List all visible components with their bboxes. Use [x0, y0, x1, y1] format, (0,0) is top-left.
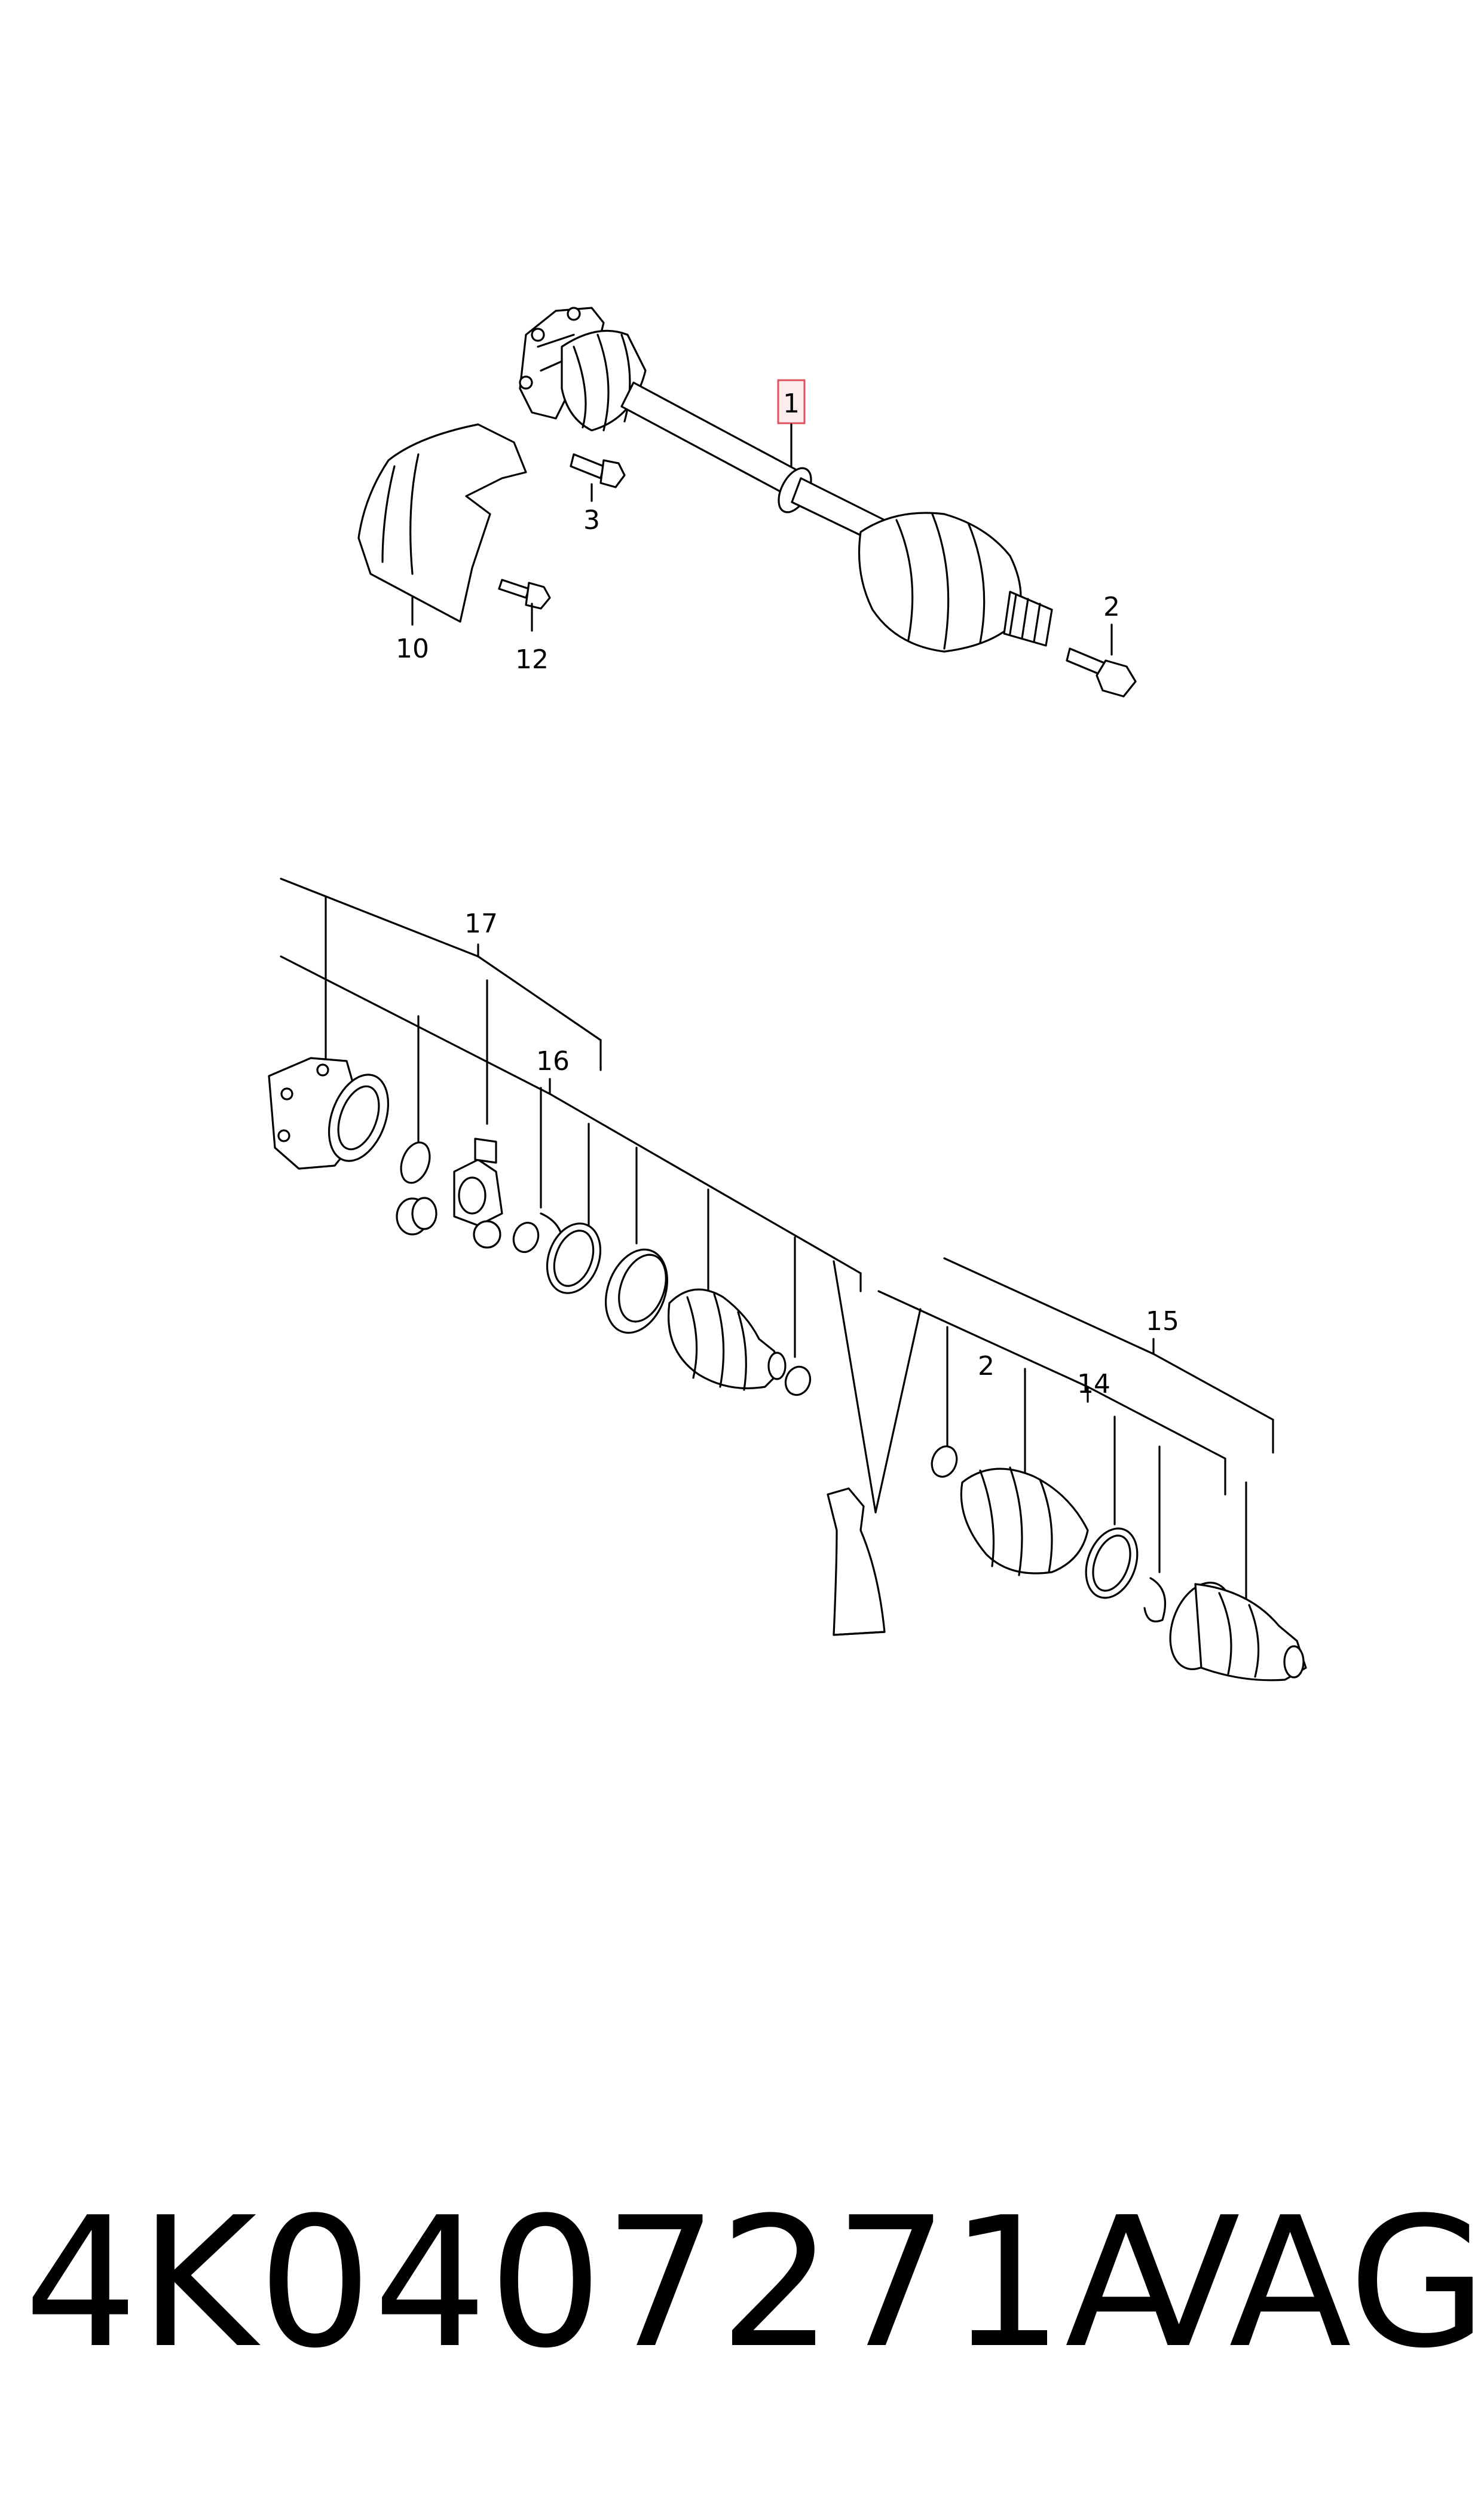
adapter-ring	[605, 1248, 668, 1334]
clamp-small-1	[784, 1365, 812, 1396]
inner-joint-housing	[268, 1057, 390, 1170]
callout-12: 12	[515, 644, 549, 675]
spacer-ring	[396, 1197, 437, 1236]
drive-shaft-assembly	[357, 307, 1137, 698]
kit-inner-boot	[667, 1288, 787, 1391]
callout-10: 10	[396, 634, 429, 664]
footer: 4K0407271A VAG	[24, 2176, 1484, 2391]
callout-15: 15	[1146, 1306, 1179, 1337]
grease-tube	[827, 1487, 886, 1636]
top-leader-lines	[411, 423, 1113, 656]
tripod-joint	[453, 1138, 503, 1249]
kit-parts	[268, 1057, 1307, 1682]
callout-17: 17	[464, 909, 498, 939]
outer-joint	[1169, 1582, 1307, 1682]
bolt-2	[1066, 647, 1137, 698]
callout-1: 1	[783, 389, 800, 419]
callout-2-bottom: 2	[978, 1351, 995, 1381]
kit-drop-lines	[325, 895, 1247, 1603]
callout-2-top: 2	[1103, 592, 1120, 622]
small-ring	[512, 1221, 540, 1254]
circlip-2	[1143, 1577, 1167, 1623]
part-number: 4K0407271A	[24, 2179, 1189, 2387]
bolt-3	[570, 453, 626, 488]
outer-boot	[858, 512, 1022, 653]
brand-name: VAG	[1118, 2179, 1484, 2387]
callout-1-highlight	[777, 379, 806, 424]
outer-stub	[1003, 591, 1053, 647]
kit-outer-boot	[960, 1466, 1089, 1576]
clamp-large-2	[1085, 1527, 1139, 1599]
circlip-1	[400, 1141, 431, 1184]
callout-3: 3	[583, 505, 600, 536]
callout-14: 14	[1077, 1369, 1110, 1399]
bolt-12	[498, 579, 551, 610]
clamp-large-1	[546, 1222, 602, 1294]
kit-brackets	[280, 878, 1274, 1496]
heat-shield-10	[357, 423, 527, 623]
callout-16: 16	[536, 1046, 570, 1077]
shaft-tube	[620, 381, 886, 542]
inner-boot	[561, 329, 647, 432]
clamp-small-2	[931, 1445, 958, 1478]
